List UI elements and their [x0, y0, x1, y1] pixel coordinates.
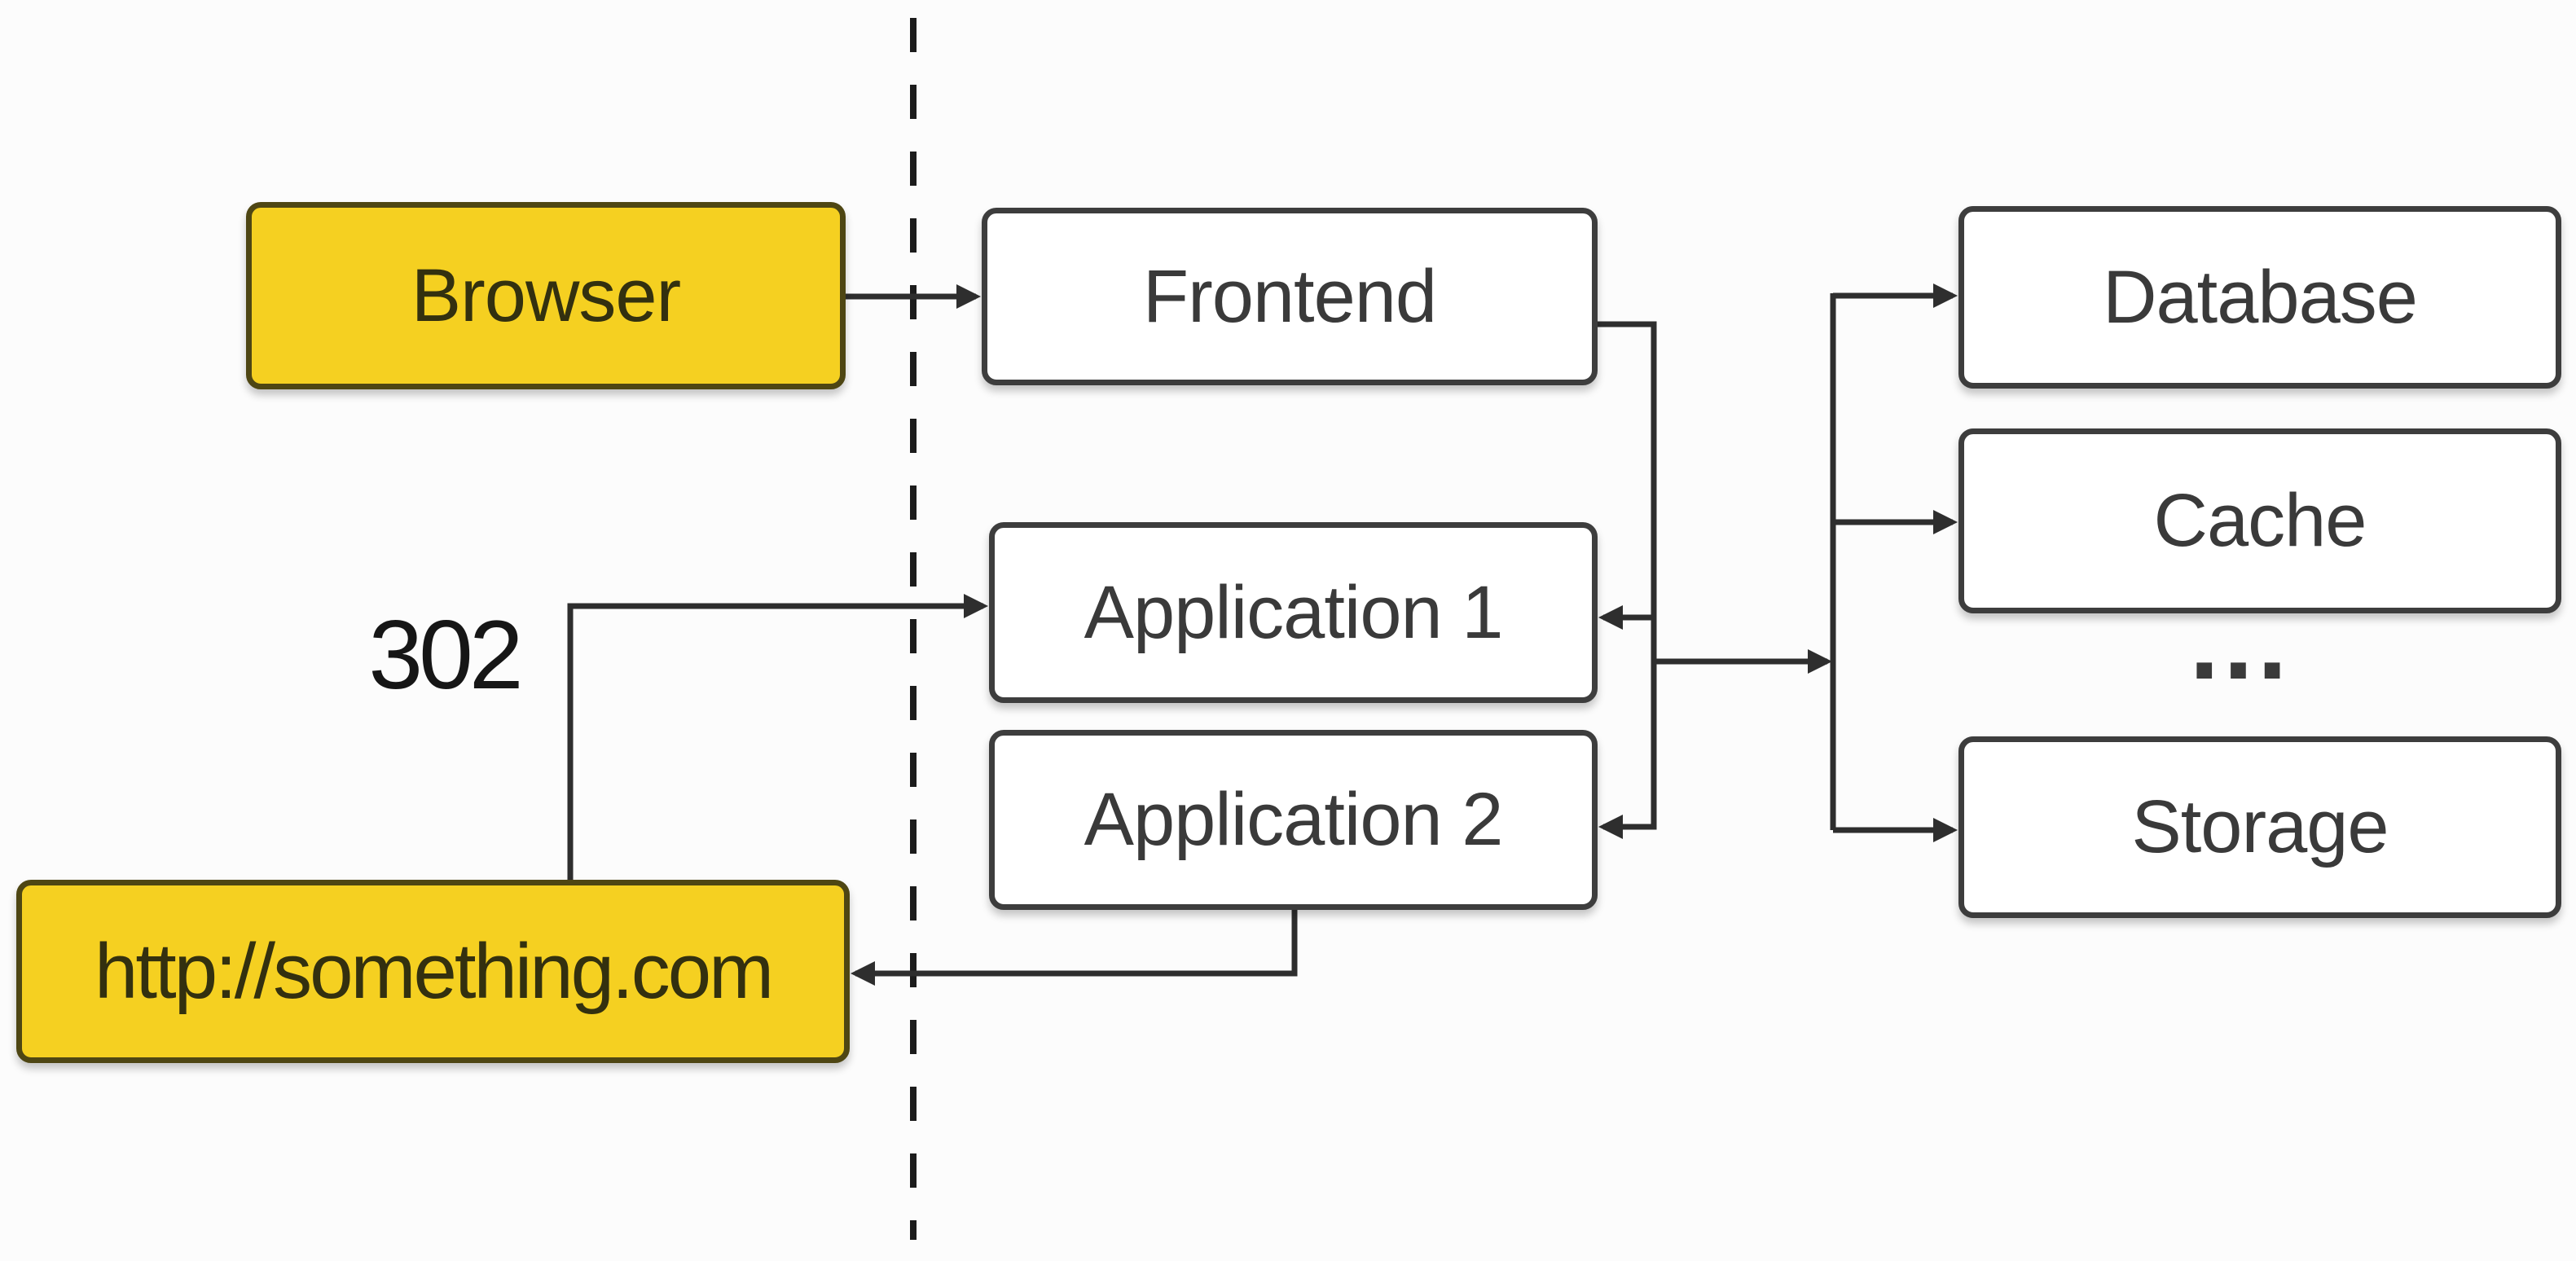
redirect-302-label: 302 [358, 599, 530, 711]
node-browser: Browser [246, 202, 846, 389]
backend-ellipsis-label: ... [2189, 582, 2292, 701]
node-browser-label: Browser [411, 253, 681, 337]
node-cache: Cache [1958, 428, 2561, 613]
node-frontend: Frontend [982, 208, 1598, 385]
node-application-2: Application 2 [989, 730, 1598, 910]
node-cache-label: Cache [2153, 479, 2367, 562]
node-database: Database [1958, 206, 2561, 389]
node-application-2-label: Application 2 [1084, 778, 1504, 861]
connector-application2-to-url [851, 910, 1298, 986]
backend-ellipsis: ... [2167, 580, 2314, 703]
node-application-1: Application 1 [989, 522, 1598, 703]
node-storage-label: Storage [2131, 785, 2389, 868]
node-application-1-label: Application 1 [1084, 570, 1504, 654]
node-url: http://something.com [16, 880, 850, 1063]
node-url-label: http://something.com [94, 927, 774, 1015]
node-storage: Storage [1958, 736, 2561, 918]
connector-frontend-trunk-to-application2 [1598, 321, 1657, 839]
node-frontend-label: Frontend [1142, 254, 1437, 338]
redirect-302-text: 302 [368, 600, 523, 710]
connector-302-url-to-application1 [567, 594, 988, 880]
node-database-label: Database [2103, 255, 2418, 339]
